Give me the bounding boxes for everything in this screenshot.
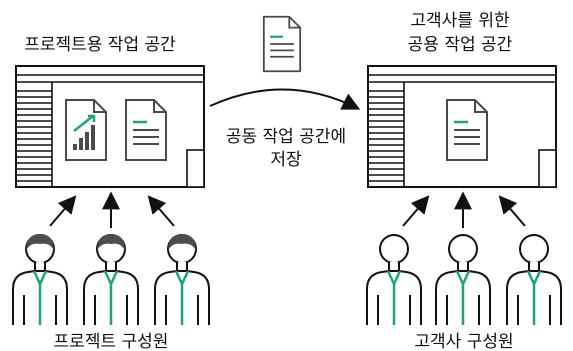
right-workspace-title-line1: 고객사를 위한	[410, 11, 510, 31]
person-icon	[84, 234, 138, 325]
right-group-label: 고객사 구성원	[414, 332, 513, 351]
upload-arrow-icon	[49, 195, 77, 227]
person-icon	[155, 234, 209, 325]
left-workspace-window	[15, 65, 205, 188]
shared-document-icon	[262, 15, 302, 73]
person-icon	[434, 233, 492, 327]
transfer-arrow-icon	[209, 88, 361, 110]
upload-arrow-icon	[147, 195, 175, 227]
transfer-label-line1: 공동 작업 공간에	[226, 127, 346, 147]
right-workspace-title-line2: 공용 작업 공간	[408, 35, 513, 55]
person-icon	[365, 233, 423, 327]
access-arrow-icon	[498, 195, 526, 227]
access-arrow-icon	[402, 195, 430, 227]
left-workspace-title: 프로젝트용 작업 공간	[24, 35, 176, 55]
person-icon	[13, 234, 67, 325]
person-icon	[505, 233, 563, 327]
right-workspace-window	[367, 65, 557, 188]
transfer-label-line2: 저장	[270, 150, 302, 170]
left-group-label: 프로젝트 구성원	[54, 332, 169, 351]
